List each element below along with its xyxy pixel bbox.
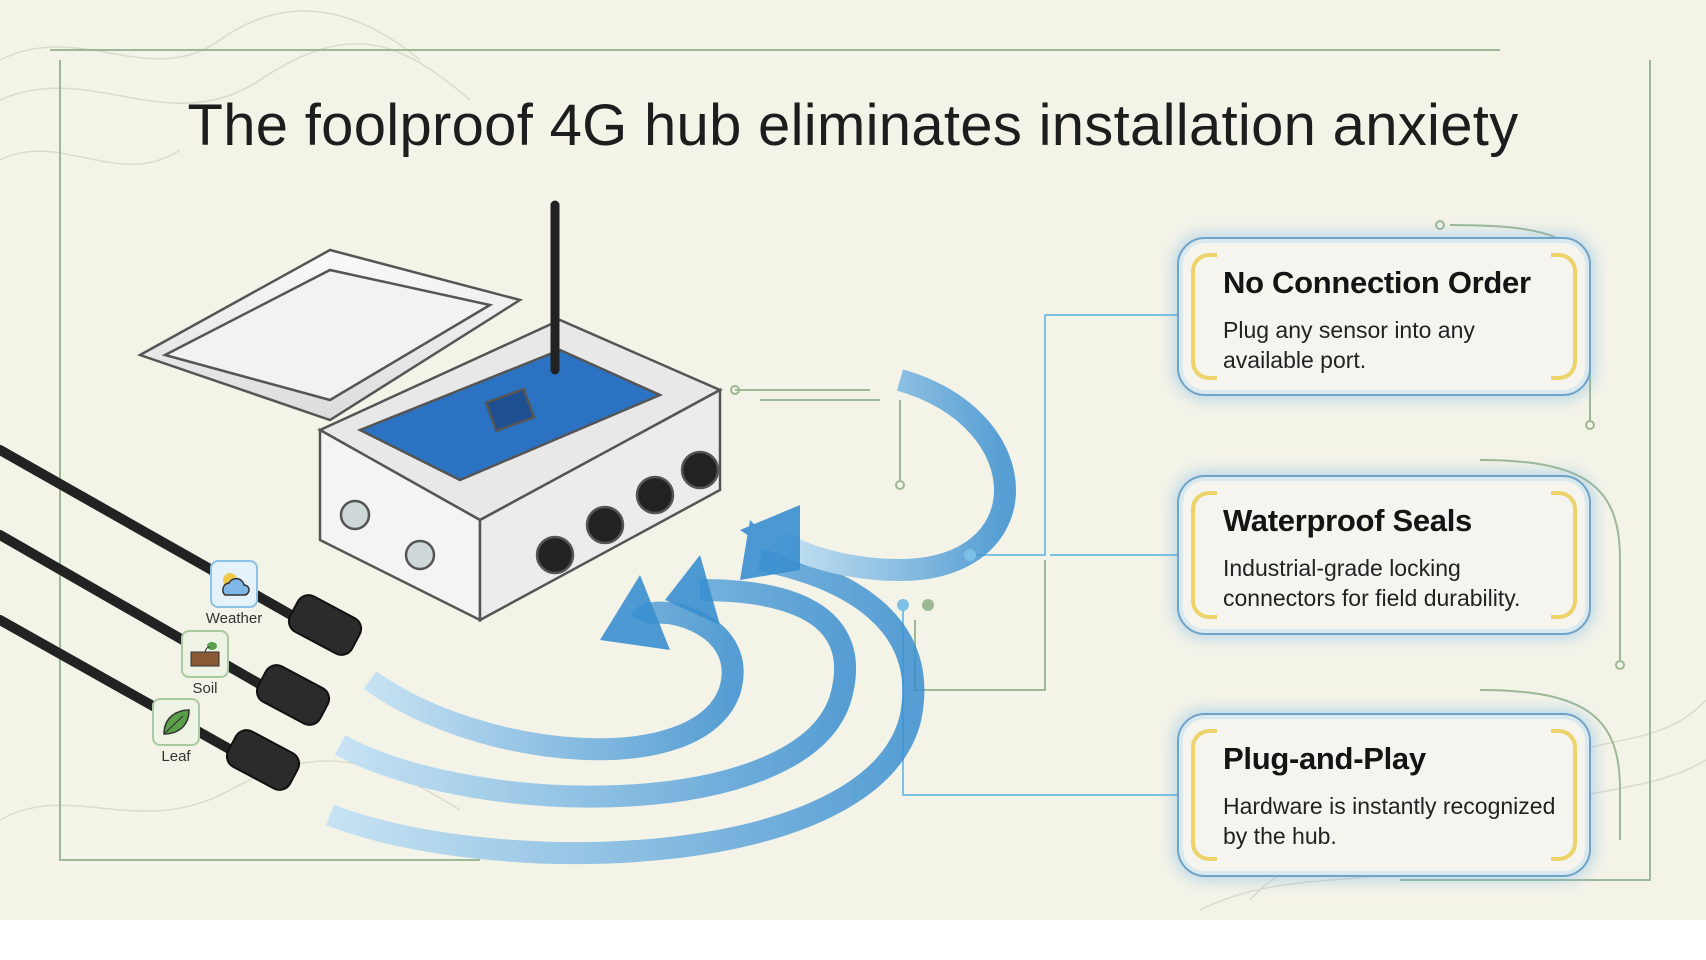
flow-arrows (326, 369, 1016, 865)
card-body: Hardware is instantly recognized by the … (1223, 793, 1556, 849)
sensor-label: Soil (192, 680, 218, 697)
card-heading: No Connection Order (1223, 265, 1531, 300)
weather-icon (210, 560, 258, 608)
feature-card-waterproof-seals: Waterproof Seals Industrial-grade lockin… (1177, 475, 1591, 635)
card-body: Plug any sensor into any available port. (1223, 317, 1475, 373)
sensor-label: Leaf (161, 748, 191, 765)
card-heading: Plug-and-Play (1223, 741, 1426, 776)
sensor-leaf: Leaf (136, 698, 216, 765)
bracket-left (1191, 729, 1217, 861)
card-body: Industrial-grade locking connectors for … (1223, 555, 1521, 611)
infographic: The foolproof 4G hub eliminates installa… (0, 0, 1706, 920)
illustration (0, 10, 1706, 911)
bracket-right (1551, 253, 1577, 380)
card-heading: Waterproof Seals (1223, 503, 1472, 538)
page-title: The foolproof 4G hub eliminates installa… (187, 93, 1519, 158)
bracket-right (1551, 729, 1577, 861)
feature-card-plug-and-play: Plug-and-Play Hardware is instantly reco… (1177, 713, 1591, 877)
cable-connectors (225, 594, 363, 791)
soil-icon (181, 630, 229, 678)
arrow-heads (600, 505, 800, 650)
sensor-label: Weather (205, 610, 263, 627)
sensor-weather: Weather (194, 560, 274, 627)
sensor-soil: Soil (165, 630, 245, 697)
circuit-traces (50, 49, 1651, 881)
bracket-left (1191, 491, 1217, 619)
bracket-right (1551, 491, 1577, 619)
bracket-left (1191, 253, 1217, 380)
feature-card-no-connection-order: No Connection Order Plug any sensor into… (1177, 237, 1591, 396)
hub-enclosure (136, 200, 723, 623)
leaf-icon (152, 698, 200, 746)
